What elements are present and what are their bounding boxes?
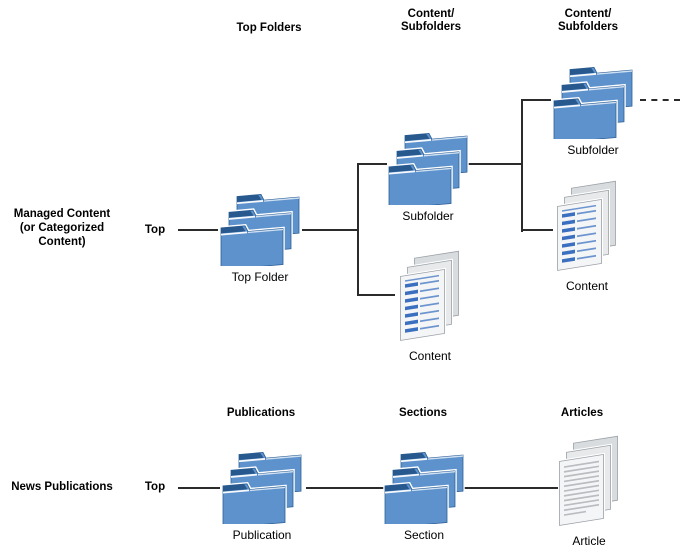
content-mid-node: Content (397, 249, 463, 363)
folder-stack-icon (220, 444, 304, 524)
row1-root-label: Top (144, 224, 166, 236)
subfolder-right-label: Subfolder (567, 143, 619, 157)
connector-subfolder-to-branch2 (466, 163, 522, 165)
connector-branch1-to-content (359, 294, 395, 296)
folder-stack-icon (386, 125, 470, 205)
connector-topfolder-to-branch (302, 229, 358, 231)
top-folder-label: Top Folder (231, 270, 289, 284)
subfolder-right-node: Subfolder (551, 59, 635, 157)
header-content-subfolders-mid: Content/ Subfolders (400, 8, 462, 34)
row-label-news-publications: News Publications (11, 481, 113, 493)
section-label: Section (403, 528, 445, 542)
article-node: Article (556, 434, 622, 548)
header-sections: Sections (399, 407, 447, 419)
content-mid-label: Content (408, 349, 452, 363)
connector-branch2-vertical (521, 99, 523, 232)
document-stack-icon (554, 179, 620, 275)
folder-stack-icon (218, 186, 302, 266)
connector-top-to-publication (178, 487, 220, 489)
header-top-folders: Top Folders (236, 22, 302, 34)
article-label: Article (572, 534, 606, 548)
article-stack-icon (556, 434, 622, 530)
folder-stack-icon (551, 59, 635, 139)
content-right-label: Content (565, 279, 609, 293)
connector-branch2-to-subfolder (523, 99, 551, 101)
connector-branch1-vertical (357, 163, 359, 296)
continuation-dashed-line (640, 99, 680, 101)
connector-branch2-to-content (523, 229, 553, 231)
publication-label: Publication (232, 528, 292, 542)
folder-stack-icon (382, 444, 466, 524)
connector-section-to-article (464, 487, 558, 489)
subfolder-mid-node: Subfolder (386, 125, 470, 223)
connector-branch1-to-subfolder (359, 163, 387, 165)
connector-publication-to-section (306, 487, 384, 489)
section-node: Section (382, 444, 466, 542)
row2-root-label: Top (144, 481, 166, 493)
top-folder-node: Top Folder (216, 186, 304, 284)
row-label-managed-content: Managed Content (or Categorized Content) (13, 208, 111, 248)
header-articles: Articles (560, 407, 604, 419)
header-content-subfolders-right: Content/ Subfolders (557, 8, 619, 34)
content-right-node: Content (554, 179, 620, 293)
connector-top-to-topfolder (178, 229, 218, 231)
document-stack-icon (397, 249, 463, 345)
header-publications: Publications (226, 407, 296, 419)
publication-node: Publication (220, 444, 304, 542)
subfolder-mid-label: Subfolder (402, 209, 454, 223)
